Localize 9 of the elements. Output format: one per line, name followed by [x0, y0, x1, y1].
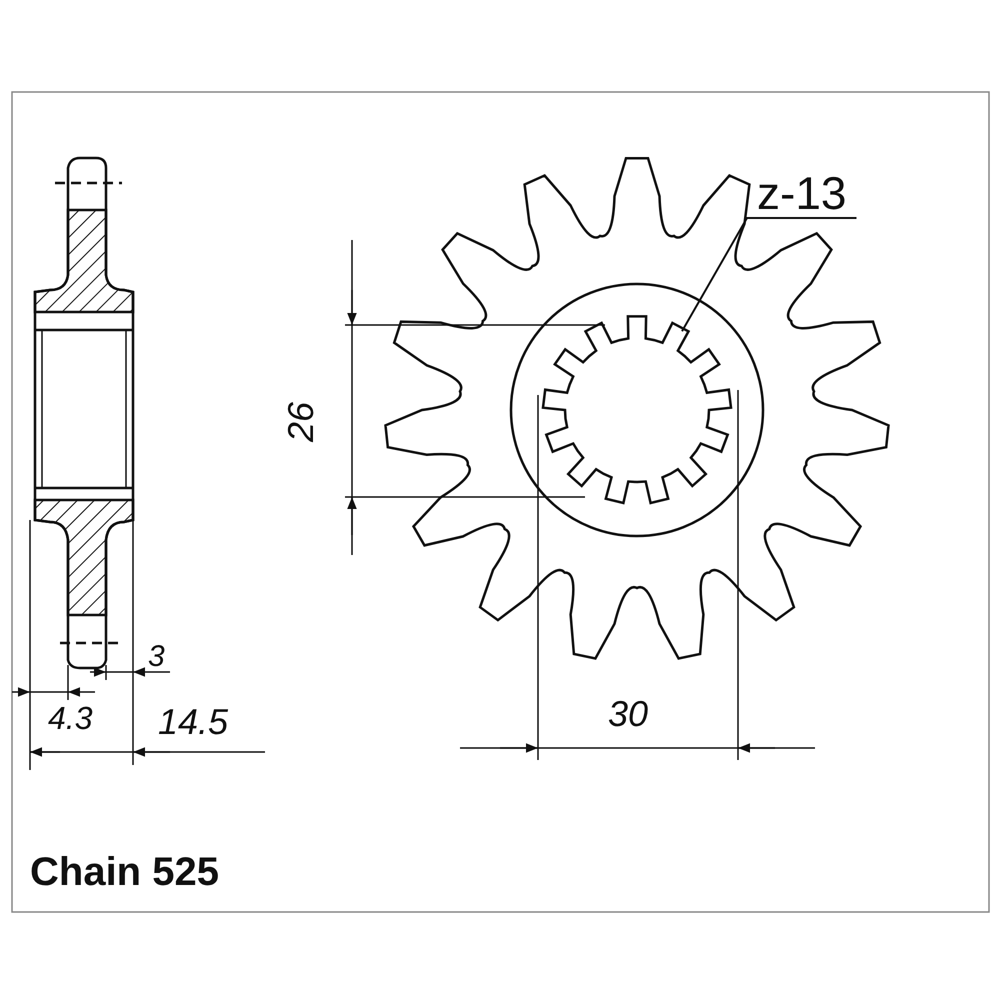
spline-hub-drawing [542, 315, 732, 505]
leader-line [681, 217, 856, 332]
caption-label: Chain 525 [30, 852, 219, 892]
dimension-label: 26 [283, 402, 319, 442]
dimension-label: 4.3 [48, 702, 92, 734]
dimension-label: 3 [148, 642, 165, 672]
callout-text: z-13 [757, 170, 846, 216]
dimension-label: 14.5 [158, 704, 228, 740]
dimension-label: 30 [608, 696, 648, 732]
